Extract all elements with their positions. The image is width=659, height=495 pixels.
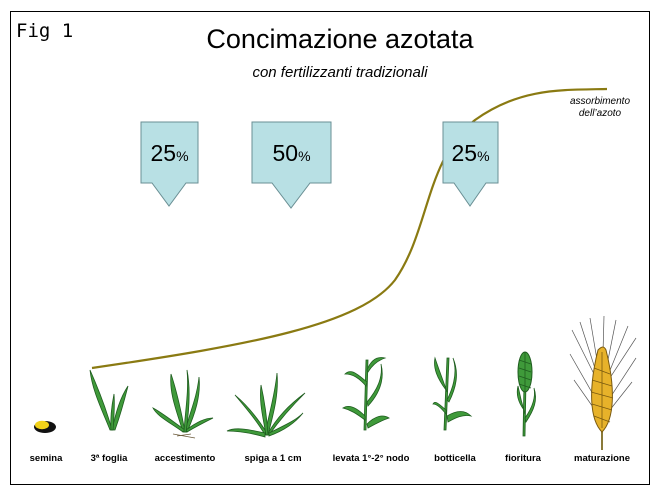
figure-title: Concimazione azotata [206, 24, 474, 54]
dose-value-3: 25 [451, 140, 478, 166]
stage-label-maturazione: maturazione [574, 453, 630, 464]
curve-label-line-1: assorbimento [569, 96, 631, 107]
stage-label-semina: semina [29, 453, 63, 464]
dose-arrow-3 [442, 121, 499, 207]
booting-plant-icon [432, 356, 473, 431]
dose-value-1: 25 [150, 140, 177, 166]
dose-arrow-1 [140, 121, 199, 207]
absorption-curve [91, 87, 608, 370]
seed-icon [34, 420, 56, 433]
ripe-ear-icon [569, 315, 637, 450]
figure-subtitle: con fertilizzanti tradizionali [252, 64, 428, 81]
dose-label-2: 50% [252, 138, 331, 168]
stage-label-levata: levata 1°-2° nodo [332, 453, 410, 464]
tillering-plant-icon [152, 369, 214, 439]
stage-label-spiga: spiga a 1 cm [244, 453, 302, 464]
dose-unit-2: % [298, 148, 311, 164]
dose-arrow-2 [251, 121, 332, 209]
figure-number: Fig 1 [16, 20, 74, 42]
dose-value-2: 50 [272, 140, 299, 166]
seedling-icon [89, 369, 129, 431]
dose-label-3: 25% [443, 138, 498, 168]
dose-unit-1: % [176, 148, 189, 164]
curve-label: assorbimento dell’azoto [545, 96, 655, 120]
stem-elongation-icon [342, 357, 390, 431]
dose-unit-3: % [477, 148, 490, 164]
curve-label-line-2: dell’azoto [578, 108, 622, 119]
figure-frame [10, 11, 650, 485]
dose-label-1: 25% [141, 138, 198, 168]
grass-tuft-icon [226, 372, 306, 438]
stage-label-accestimento: accestimento [154, 453, 216, 464]
stage-label-3a-foglia: 3ª foglia [90, 453, 128, 464]
flowering-ear-icon [516, 351, 536, 437]
stage-label-fioritura: fioritura [505, 453, 541, 464]
stage-label-botticella: botticella [434, 453, 476, 464]
